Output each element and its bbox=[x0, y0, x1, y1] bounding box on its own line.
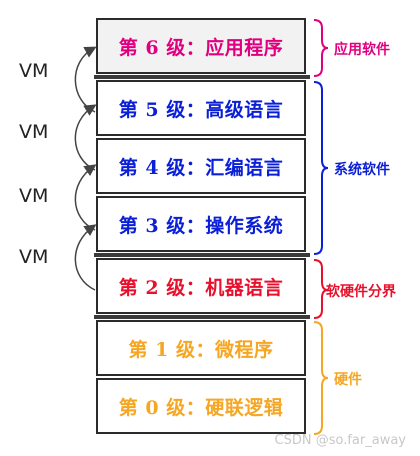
vm-arrow-2 bbox=[74, 104, 97, 171]
layer-5: 第 5 级：高级语言 bbox=[96, 80, 306, 136]
layer-6-label: 第 6 级：应用程序 bbox=[118, 36, 284, 59]
vm-arrow-1 bbox=[74, 46, 97, 113]
brace-hardware bbox=[313, 321, 329, 435]
layer-4: 第 4 级：汇编语言 bbox=[96, 138, 306, 194]
layer-3-label: 第 3 级：操作系统 bbox=[118, 214, 284, 237]
brace-label-app-software: 应用软件 bbox=[334, 42, 390, 58]
brace-label-boundary: 软硬件分界 bbox=[326, 284, 396, 300]
brace-label-hardware: 硬件 bbox=[334, 372, 362, 388]
layer-2-label: 第 2 级：机器语言 bbox=[118, 276, 284, 299]
separator-3-2 bbox=[94, 253, 310, 257]
watermark: CSDN @so.far_away bbox=[274, 433, 406, 448]
vm-label-1: VM bbox=[19, 60, 49, 82]
layer-3: 第 3 级：操作系统 bbox=[96, 196, 306, 252]
brace-hw-sw-boundary bbox=[313, 259, 329, 319]
layer-0: 第 0 级：硬联逻辑 bbox=[96, 378, 306, 434]
vm-arrow-4 bbox=[74, 224, 97, 291]
layer-1: 第 1 级：微程序 bbox=[96, 320, 306, 376]
layer-4-label: 第 4 级：汇编语言 bbox=[118, 156, 284, 179]
brace-label-system-software: 系统软件 bbox=[334, 162, 390, 178]
brace-app-software bbox=[313, 19, 329, 77]
layer-5-label: 第 5 级：高级语言 bbox=[118, 98, 284, 121]
layer-1-label: 第 1 级：微程序 bbox=[128, 338, 274, 361]
vm-label-2: VM bbox=[19, 121, 49, 143]
separator-2-1 bbox=[94, 315, 310, 319]
layer-2: 第 2 级：机器语言 bbox=[96, 258, 306, 314]
layer-6: 第 6 级：应用程序 bbox=[96, 18, 306, 74]
vm-label-4: VM bbox=[19, 246, 49, 268]
vm-arrow-3 bbox=[74, 164, 97, 231]
vm-label-3: VM bbox=[19, 185, 49, 207]
separator-6-5 bbox=[94, 75, 310, 79]
layer-0-label: 第 0 级：硬联逻辑 bbox=[118, 396, 284, 419]
brace-system-software bbox=[313, 81, 329, 255]
